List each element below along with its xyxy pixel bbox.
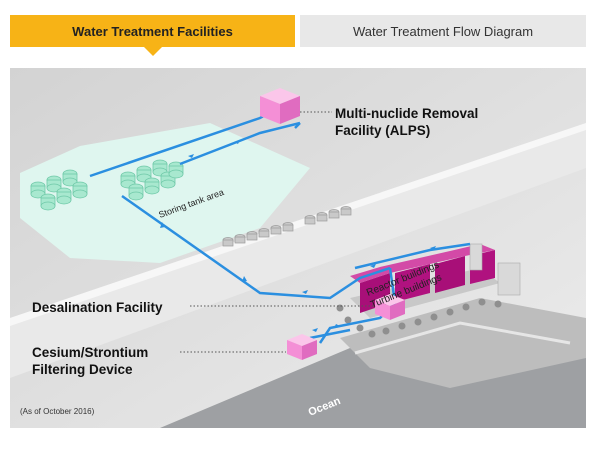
alps-label: Multi-nuclide Removal Facility (ALPS) bbox=[335, 105, 478, 139]
grey-tanks bbox=[222, 206, 352, 247]
facility-illustration: Storing tank area Reactor buildings Turb… bbox=[10, 68, 586, 428]
desalination-label: Desalination Facility bbox=[32, 300, 163, 315]
tank-cluster-left bbox=[30, 169, 88, 211]
cesium-label-line1: Cesium/Strontium bbox=[32, 345, 149, 360]
reactor-buildings bbox=[350, 243, 521, 318]
flow-arrows bbox=[160, 140, 436, 332]
road-edge bbox=[10, 123, 586, 326]
alps-label-line1: Multi-nuclide Removal bbox=[335, 106, 479, 121]
port-structure bbox=[340, 298, 586, 388]
tab-water-treatment-facilities[interactable]: Water Treatment Facilities bbox=[10, 15, 295, 56]
facility-map: Storing tank area Reactor buildings Turb… bbox=[10, 68, 586, 428]
alps-label-line2: Facility (ALPS) bbox=[335, 123, 431, 138]
breakwater bbox=[354, 321, 571, 355]
tank-area bbox=[20, 123, 310, 263]
tab-bar: Water Treatment Facilities Water Treatme… bbox=[0, 0, 605, 62]
building-tanks bbox=[336, 298, 502, 338]
road bbox=[10, 123, 586, 378]
date-note: (As of October 2016) bbox=[20, 407, 95, 416]
leader-lines bbox=[180, 111, 374, 353]
tab-water-treatment-flow-diagram[interactable]: Water Treatment Flow Diagram bbox=[300, 15, 586, 47]
cesium-filter-facility bbox=[287, 334, 317, 360]
tab-label: Water Treatment Facilities bbox=[72, 23, 233, 39]
tab-label: Water Treatment Flow Diagram bbox=[352, 23, 534, 39]
alps-facility bbox=[260, 88, 300, 124]
desalination-facility bbox=[375, 294, 405, 320]
cesium-label: Cesium/Strontium Filtering Device bbox=[32, 344, 148, 378]
tank-cluster-right bbox=[120, 159, 184, 201]
cesium-label-line2: Filtering Device bbox=[32, 362, 133, 377]
